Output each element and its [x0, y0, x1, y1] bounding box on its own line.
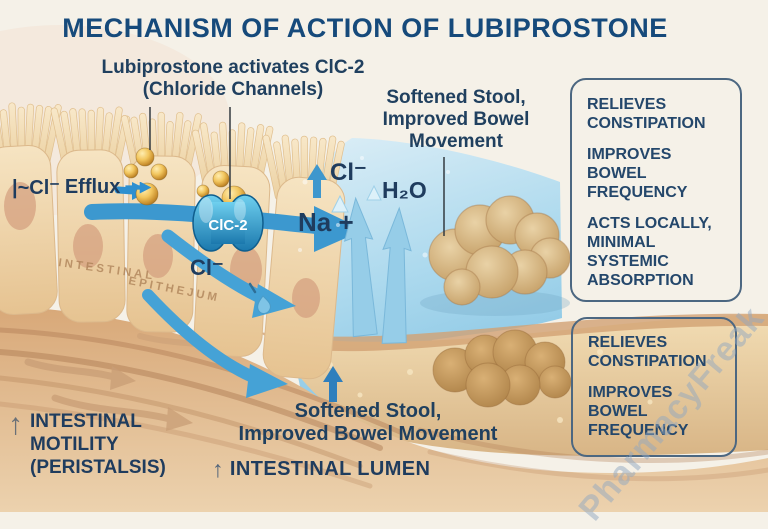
clc2-channel: ClC-2	[193, 195, 263, 251]
chloride-below-channel-label: Cl⁻	[190, 255, 224, 281]
up-arrow-icon: ↑	[8, 410, 23, 479]
chloride-ion-label: |~Cl⁻	[12, 175, 60, 200]
benefit-line: CONSTIPATION	[587, 114, 740, 133]
motility-line: INTESTINAL	[30, 410, 166, 433]
benefit-line: ACTS LOCALLY,	[587, 214, 740, 233]
softened-stool-callout-top: Softened Stool, Improved Bowel Movement	[358, 87, 554, 153]
benefit-line: FREQUENCY	[587, 183, 740, 202]
clc2-channel-label: ClC-2	[208, 217, 247, 234]
right-arrow-icon	[125, 182, 151, 194]
callout-line: Softened Stool,	[218, 400, 518, 423]
softened-stool-callout-bottom: Softened Stool, Improved Bowel Movement	[218, 400, 518, 446]
callout-line: Improved Bowel Movement	[218, 423, 518, 446]
chloride-efflux-label: |~Cl⁻ Efflux	[12, 175, 151, 200]
infographic: INTESTINAL EPITHEJUM	[0, 0, 768, 512]
sodium-label: Na +	[298, 207, 354, 238]
page-title: MECHANISM OF ACTION OF LUBIPROSTONE	[0, 13, 730, 44]
benefit-line: ABSORPTION	[587, 271, 740, 290]
efflux-word: Efflux	[65, 176, 121, 199]
water-label: H₂O	[382, 177, 427, 204]
activation-callout: Lubiprostone activates ClC-2 (Chloride C…	[88, 57, 378, 101]
benefit-item: RELIEVES CONSTIPATION	[587, 95, 740, 133]
callout-line: Improved Bowel	[358, 109, 554, 131]
callout-line: Movement	[358, 131, 554, 153]
benefit-line: RELIEVES	[587, 95, 740, 114]
benefit-line: SYSTEMIC	[587, 252, 740, 271]
intestinal-motility-label: ↑ INTESTINAL MOTILITY (PERISTALSIS)	[8, 410, 166, 479]
benefit-line: BOWEL	[587, 164, 740, 183]
motility-line: MOTILITY	[30, 433, 166, 456]
benefit-line: MINIMAL	[587, 233, 740, 252]
benefit-item: ACTS LOCALLY, MINIMAL SYSTEMIC ABSORPTIO…	[587, 214, 740, 290]
up-arrow-icon: ↑	[212, 456, 224, 483]
activation-line: (Chloride Channels)	[88, 79, 378, 101]
chloride-secreted-label: Cl⁻	[330, 158, 367, 187]
intestinal-lumen-label: ↑ INTESTINAL LUMEN	[212, 456, 430, 483]
motility-line: (PERISTALSIS)	[30, 456, 166, 479]
benefit-item: IMPROVES BOWEL FREQUENCY	[587, 145, 740, 202]
activation-line: Lubiprostone activates ClC-2	[88, 57, 378, 79]
benefits-box-top: RELIEVES CONSTIPATION IMPROVES BOWEL FRE…	[570, 78, 742, 302]
callout-line: Softened Stool,	[358, 87, 554, 109]
lumen-text: INTESTINAL LUMEN	[230, 458, 430, 481]
benefit-line: IMPROVES	[587, 145, 740, 164]
